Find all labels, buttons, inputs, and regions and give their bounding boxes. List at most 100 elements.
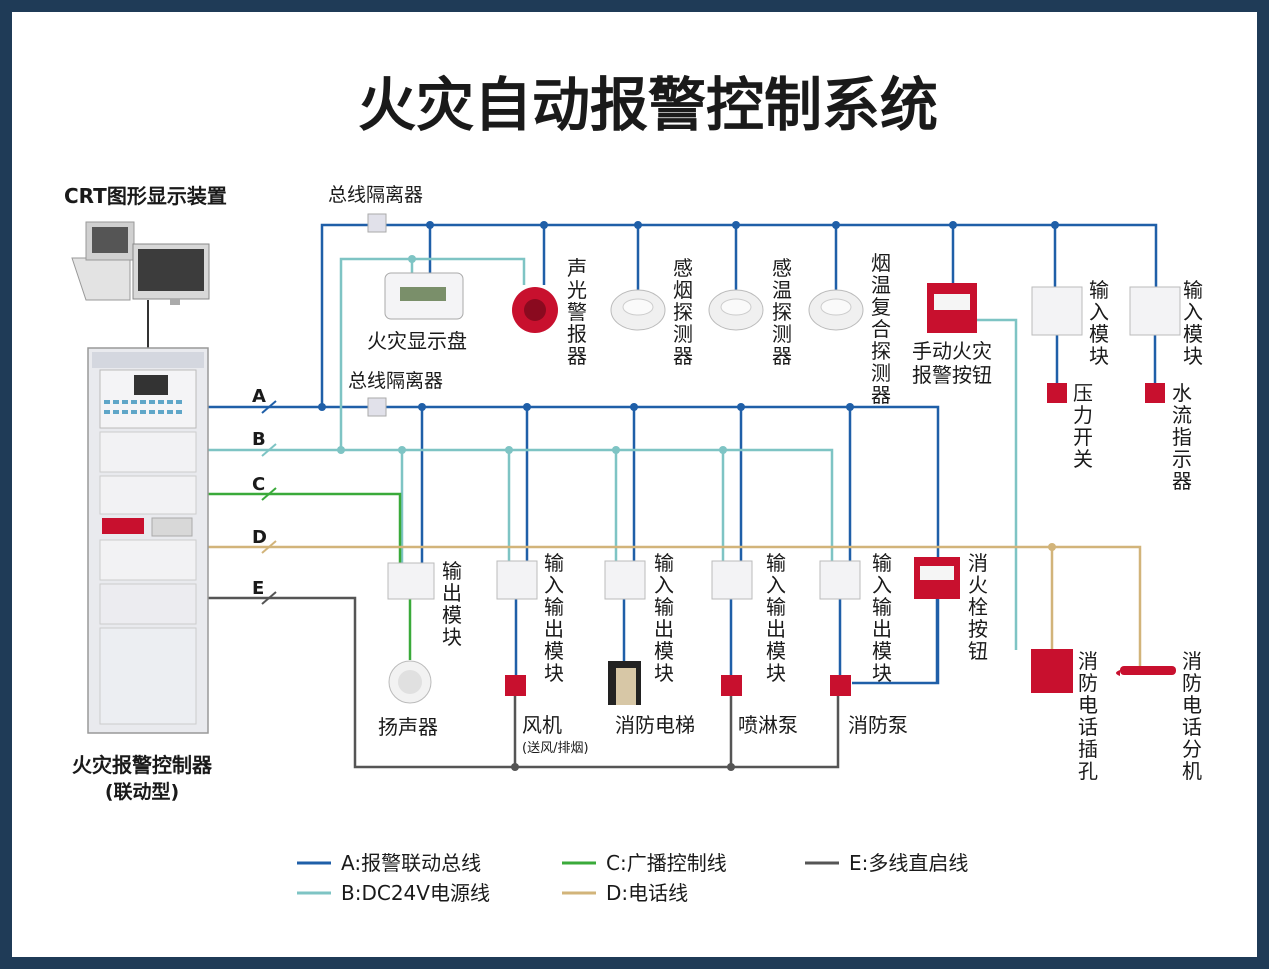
label-hydrant-button: 消火栓按钮 [968,551,988,663]
junction [949,221,957,229]
bus-isolator-mid-icon [367,397,387,417]
line-tick-c [261,487,277,501]
bus-d [207,545,1142,668]
io-module-4-icon [819,560,861,600]
junction [1051,221,1059,229]
label-isolator-top: 总线隔离器 [328,184,423,206]
line-letter-labels: A B C D E [252,386,277,605]
junction [612,446,620,454]
label-controller-sub: (联动型) [105,780,179,803]
line-label-d: D [252,527,267,548]
sound-light-alarm-icon [512,287,558,333]
label-isolator-mid: 总线隔离器 [348,370,443,392]
label-io-module-2: 输入输出模块 [654,551,674,685]
label-input-module-2: 输入模块 [1183,278,1203,368]
label-elevator: 消防电梯 [615,713,695,737]
junction [634,221,642,229]
label-input-module-1: 输入模块 [1089,278,1109,368]
line-label-b: B [252,429,266,450]
label-manual-1: 手动火灾 [912,339,992,363]
label-crt: CRT图形显示装置 [64,184,227,208]
junctions [318,221,1059,771]
label-smoke-detector: 感烟探测器 [673,256,693,368]
crt-display-icon [71,221,210,305]
junction [540,221,548,229]
legend-label-e: E:多线直启线 [849,851,968,875]
junction [832,221,840,229]
junction [418,403,426,411]
label-fire-panel: 火灾显示盘 [367,329,467,353]
label-phone-extension: 消防电话分机 [1182,649,1202,783]
sprinkler-pump-icon [721,675,742,696]
bus-isolator-top-icon [367,213,387,233]
label-controller: 火灾报警控制器 [72,753,213,777]
heat-detector-icon [708,289,764,331]
legend-label-d: D:电话线 [606,881,688,905]
combo-detector-icon [808,289,864,331]
label-speaker: 扬声器 [378,715,438,739]
input-module-1-icon [1031,286,1083,336]
labels: CRT图形显示装置 总线隔离器 总线隔离器 火灾显示盘 火灾报警控制器 (联动型… [64,184,992,803]
legend-label-c: C:广播控制线 [606,851,727,875]
junction [846,403,854,411]
bus-b-main [207,448,834,565]
phone-jack-icon [1031,649,1073,693]
junction [398,446,406,454]
label-io-module-3: 输入输出模块 [766,551,786,685]
junction [511,763,519,771]
io-module-2-icon [604,560,646,600]
label-io-module-1: 输入输出模块 [544,551,564,685]
junction [337,446,345,454]
junction [318,403,326,411]
legend-label-a: A:报警联动总线 [341,851,481,875]
label-fire-pump: 消防泵 [848,713,908,737]
junction [732,221,740,229]
bus-b-phone [977,318,1018,650]
label-manual-2: 报警按钮 [912,363,992,387]
fire-pump-icon [830,675,851,696]
label-pressure-switch: 压力开关 [1073,381,1093,471]
bus-b-up [339,257,526,450]
junction [1048,543,1056,551]
junction [727,763,735,771]
output-module-icon [387,562,435,600]
label-io-module-4: 输入输出模块 [872,551,892,685]
junction [408,255,416,263]
line-label-c: C [252,474,265,495]
junction [505,446,513,454]
line-label-a: A [252,386,266,407]
label-fan-note: (送风/排烟) [522,741,589,756]
line-tick-e [261,591,277,605]
bus-c [207,492,402,565]
line-tick-d [261,540,277,554]
controller-cabinet-icon [87,347,209,734]
pressure-switch-icon [1047,383,1067,403]
line-label-e: E [252,578,264,599]
hydrant-button-icon [914,557,960,599]
phone-extension-icon [1116,666,1176,676]
bus-a-main [207,405,940,685]
page-title: 火灾自动报警控制系统 [358,71,938,139]
legend-label-b: B:DC24V电源线 [341,881,490,905]
junction [426,221,434,229]
junction [630,403,638,411]
io-module-3-icon [711,560,753,600]
speaker-icon [388,660,432,704]
label-sound-light: 声光警报器 [567,256,587,368]
wires [147,223,1158,769]
junction [523,403,531,411]
input-module-2-icon [1129,286,1181,336]
label-heat-detector: 感温探测器 [772,256,792,368]
label-phone-jack: 消防电话插孔 [1078,649,1098,783]
label-water-flow: 水流指示器 [1172,381,1192,493]
label-fan: 风机 [522,713,562,737]
junction [719,446,727,454]
label-combo-detector: 烟温复合探测器 [871,251,891,407]
io-module-1-icon [496,560,538,600]
label-sprinkler-pump: 喷淋泵 [738,713,798,737]
line-tick-b [261,443,277,457]
smoke-detector-icon [610,289,666,331]
